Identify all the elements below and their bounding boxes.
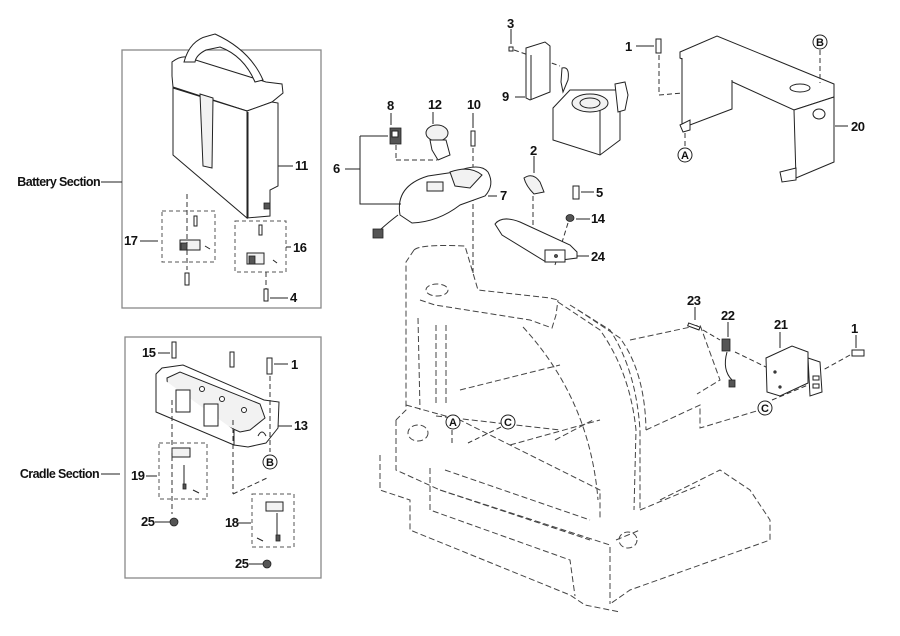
mounting-bracket-20[interactable]	[679, 35, 835, 183]
marker-a-bracket	[677, 147, 693, 163]
screw-5	[572, 185, 580, 200]
connector-19[interactable]	[171, 447, 200, 494]
callout-4[interactable]: 4	[290, 290, 299, 305]
callout-9[interactable]: 9	[502, 89, 510, 104]
callout-14[interactable]: 14	[591, 211, 606, 226]
cradle-section-label[interactable]: Cradle Section	[20, 467, 100, 481]
callout-3[interactable]: 3	[507, 16, 515, 31]
marker-c-frame-label: C	[504, 417, 512, 429]
cradle-section-frame	[124, 336, 322, 579]
connector-group-17	[161, 210, 216, 263]
battery-section-label[interactable]: Battery Section	[17, 175, 100, 189]
cradle-section: Cradle Section 13 15 1 B	[20, 336, 322, 579]
battery-section-frame	[121, 49, 322, 309]
marker-c-right	[757, 400, 773, 416]
connector-18[interactable]	[256, 501, 284, 542]
sensor-22[interactable]	[721, 338, 736, 388]
frame-markers: A C	[445, 414, 516, 444]
callout-7[interactable]: 7	[500, 188, 508, 203]
callout-19[interactable]: 19	[131, 468, 145, 483]
emergency-stop-12[interactable]	[425, 124, 451, 161]
callout-25a[interactable]: 25	[141, 514, 155, 529]
screw-4	[263, 288, 269, 302]
callout-18[interactable]: 18	[225, 515, 239, 530]
connector-group-19	[158, 442, 208, 500]
callout-12[interactable]: 12	[428, 97, 442, 112]
callout-15[interactable]: 15	[142, 345, 156, 360]
screw-17	[184, 272, 190, 286]
screw-1-cradle	[266, 357, 273, 375]
callout-21[interactable]: 21	[774, 317, 788, 332]
callout-1-right[interactable]: 1	[851, 321, 859, 336]
marker-c-frame	[500, 414, 516, 430]
screw-3	[508, 46, 514, 52]
screw-15	[171, 341, 177, 359]
screw-1-right	[851, 349, 865, 357]
marker-b-bracket-label: B	[816, 37, 824, 49]
callout-13[interactable]: 13	[294, 418, 308, 433]
callout-23[interactable]: 23	[687, 293, 701, 308]
connector-group-16	[234, 220, 287, 273]
screw-1-bracket	[655, 38, 662, 54]
marker-a-frame-label: A	[449, 417, 457, 429]
control-housing-7[interactable]	[398, 166, 492, 224]
nut-25b	[262, 559, 272, 569]
connector-group-18	[251, 493, 295, 548]
callout-5[interactable]: 5	[596, 185, 604, 200]
cradle-body[interactable]	[155, 364, 280, 448]
controller-section: 3 9 8 12	[333, 16, 629, 275]
callout-2[interactable]: 2	[530, 143, 538, 158]
leader-6-bracket	[359, 169, 401, 205]
sensor-bracket-21[interactable]	[765, 345, 823, 397]
controller-module[interactable]	[552, 67, 629, 156]
screw-cradle	[229, 351, 235, 368]
callout-17[interactable]: 17	[124, 233, 138, 248]
callout-20[interactable]: 20	[851, 119, 865, 134]
callout-10[interactable]: 10	[467, 97, 481, 112]
bracket-section: 1 20 B A	[625, 34, 865, 183]
connector-17[interactable]	[179, 215, 211, 251]
controller-cover-9[interactable]	[525, 41, 551, 101]
callout-1-cradle[interactable]: 1	[291, 357, 299, 372]
marker-b-bracket	[812, 34, 828, 50]
switch-8[interactable]	[389, 127, 402, 145]
chair-frame	[379, 245, 771, 613]
marker-b-cradle-label: B	[266, 457, 274, 469]
battery-section: Battery Section 11 17	[17, 33, 322, 309]
callout-22[interactable]: 22	[721, 308, 735, 323]
battery-pack[interactable]	[171, 33, 284, 220]
cable-connector-6	[372, 228, 384, 239]
marker-a-frame	[445, 414, 461, 430]
callout-16[interactable]: 16	[293, 240, 307, 255]
callout-25b[interactable]: 25	[235, 556, 249, 571]
callout-6[interactable]: 6	[333, 161, 341, 176]
marker-b-cradle	[262, 454, 278, 470]
screw-10	[470, 130, 476, 147]
callout-1-bracket[interactable]: 1	[625, 39, 633, 54]
nut-14	[565, 214, 575, 222]
pin-23	[687, 322, 701, 331]
callout-11[interactable]: 11	[295, 158, 309, 173]
callout-24[interactable]: 24	[591, 249, 606, 264]
callout-8[interactable]: 8	[387, 98, 395, 113]
right-side-section: 23 22 21 1 C	[687, 293, 865, 416]
nut-25a	[169, 517, 179, 527]
knob-2[interactable]	[523, 175, 545, 195]
connector-16[interactable]	[246, 224, 278, 265]
marker-c-right-label: C	[761, 403, 769, 415]
marker-a-bracket-label: A	[681, 150, 689, 162]
shroud-24[interactable]	[494, 218, 578, 263]
